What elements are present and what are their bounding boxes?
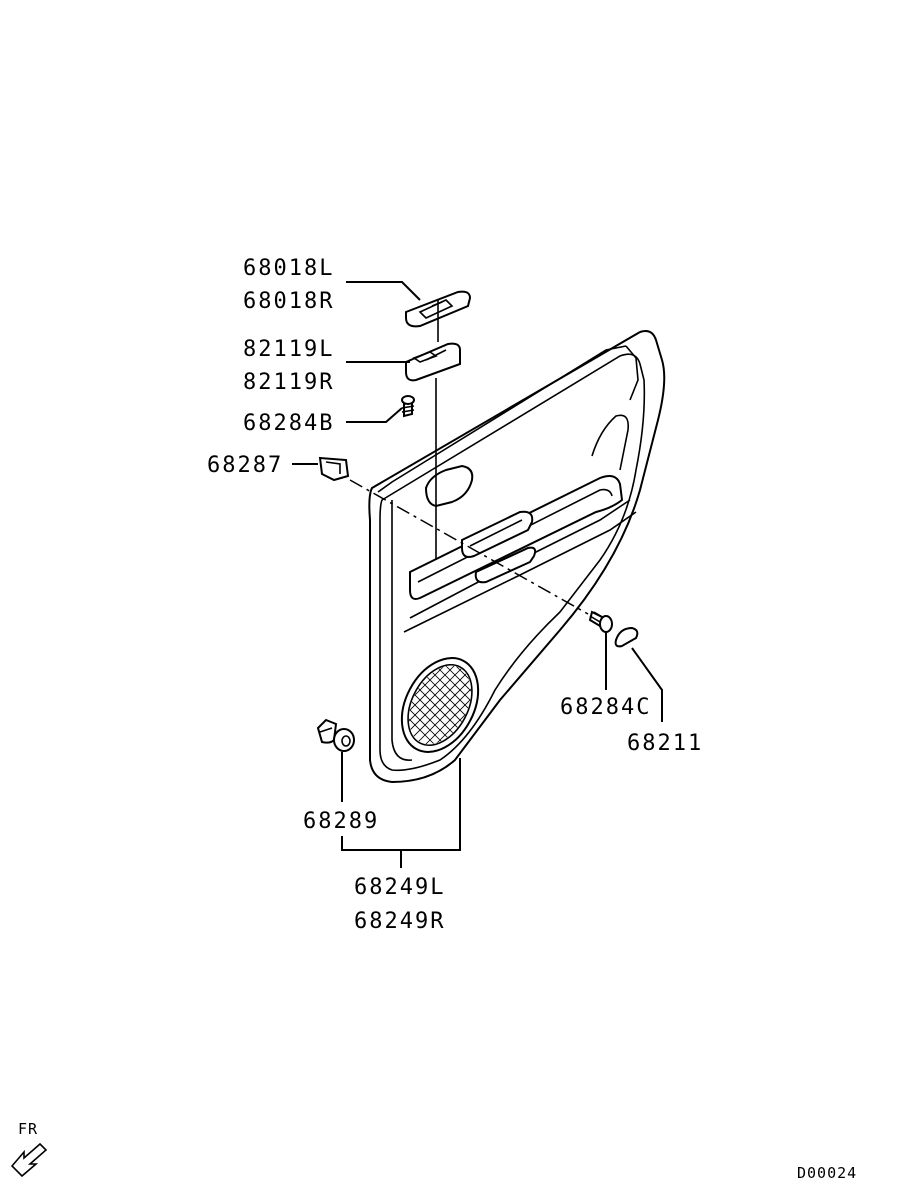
label-68284b: 68284B [243,411,334,436]
power-window-switch-part[interactable] [405,342,461,382]
label-68249r: 68249R [354,909,445,934]
label-68287: 68287 [207,453,283,478]
cap-68211[interactable] [614,626,639,648]
front-arrow-icon [10,1142,48,1178]
label-68249l: 68249L [354,875,445,900]
label-82119r: 82119R [243,370,334,395]
label-68284c: 68284C [560,695,651,720]
label-82119l: 82119L [243,337,334,362]
door-trim-panel[interactable] [368,330,666,784]
screw-68284c[interactable] [588,610,613,633]
speaker-grille [399,657,484,753]
screw-68284b[interactable] [401,395,415,418]
label-68018r: 68018R [243,289,334,314]
clip-68287[interactable] [318,456,350,482]
clip-68289[interactable] [316,718,355,752]
diagram-code: D00024 [797,1164,857,1182]
label-68211: 68211 [627,731,703,756]
front-direction-label: FR [18,1120,38,1138]
label-68018l: 68018L [243,256,334,281]
label-68289: 68289 [303,809,379,834]
